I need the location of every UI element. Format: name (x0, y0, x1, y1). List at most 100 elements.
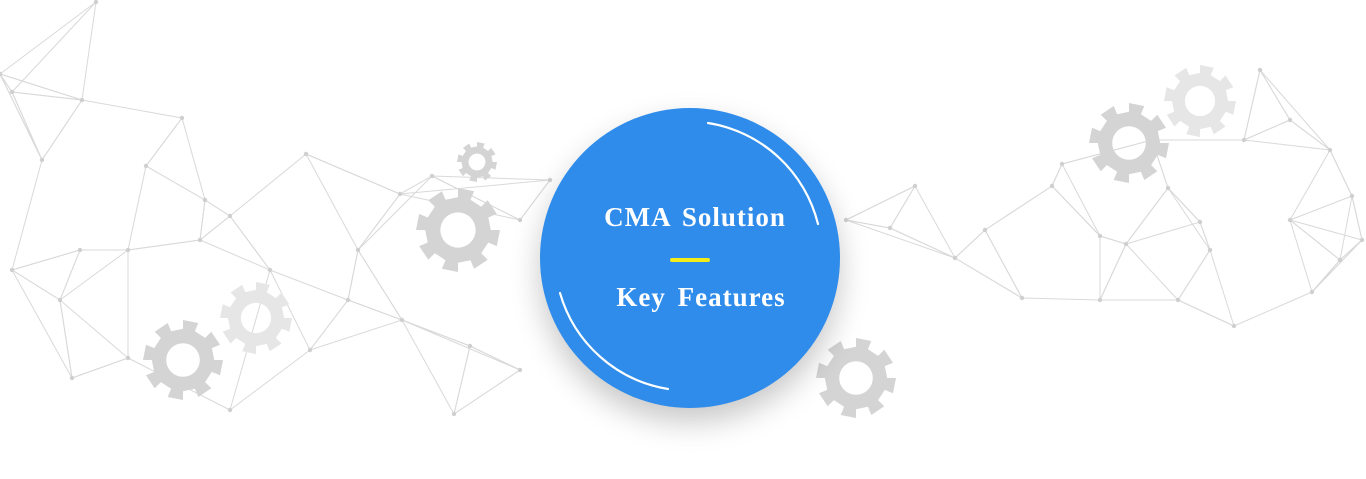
network-line (347, 299, 403, 321)
network-node (887, 225, 893, 231)
network-line (1125, 221, 1201, 245)
network-line (0, 73, 43, 161)
network-line (1125, 243, 1179, 301)
network-line (0, 1, 97, 75)
network-node (1165, 185, 1171, 191)
network-line (1233, 291, 1313, 327)
network-line (889, 185, 916, 229)
network-line (11, 159, 43, 271)
network-node (982, 227, 988, 233)
network-node (1019, 295, 1025, 301)
network-line (199, 199, 206, 241)
network-node (1097, 233, 1103, 239)
network-line (1099, 243, 1127, 301)
network-line (1259, 69, 1291, 121)
title-divider (670, 258, 710, 262)
network-line (1051, 185, 1101, 237)
network-line (1021, 297, 1101, 301)
network-line (11, 1, 97, 93)
network-line (357, 249, 403, 321)
network-node (1241, 137, 1247, 143)
network-line (889, 227, 956, 259)
network-line (347, 249, 359, 301)
network-line (59, 249, 129, 301)
network-node (467, 343, 473, 349)
network-line (453, 345, 471, 415)
network-line (1339, 239, 1363, 261)
network-line (81, 1, 97, 101)
network-node (1175, 297, 1181, 303)
network-line (984, 229, 1023, 299)
network-line (229, 153, 307, 217)
network-node (517, 367, 523, 373)
network-node (267, 267, 273, 273)
network-line (1243, 139, 1331, 151)
gear-icon (1164, 65, 1236, 137)
network-node (0, 71, 3, 77)
network-line (1051, 163, 1063, 187)
network-node (355, 247, 361, 253)
network-node (547, 177, 553, 183)
network-node (1049, 183, 1055, 189)
network-line (431, 175, 551, 181)
network-line (1289, 219, 1363, 241)
network-line (357, 193, 401, 251)
network-node (1257, 67, 1263, 73)
network-line (11, 269, 61, 301)
network-node (1287, 117, 1293, 123)
network-node (1207, 247, 1213, 253)
network-node (57, 297, 63, 303)
network-line (453, 369, 521, 415)
network-line (1289, 219, 1313, 293)
network-line (984, 185, 1053, 231)
network-node (1359, 237, 1365, 243)
network-line (81, 99, 183, 119)
network-line (519, 179, 551, 221)
network-node (429, 173, 435, 179)
network-line (309, 319, 403, 351)
network-line (431, 175, 521, 221)
gear-icon (816, 338, 896, 418)
network-node (952, 255, 958, 261)
network-line (401, 319, 455, 415)
network-node (1231, 323, 1237, 329)
network-line (1061, 163, 1101, 237)
network-line (1243, 119, 1291, 141)
network-line (845, 185, 916, 221)
network-line (309, 299, 349, 351)
network-line (204, 199, 231, 217)
network-node (39, 157, 45, 163)
network-line (1177, 249, 1211, 301)
network-line (181, 117, 206, 201)
network-node (345, 297, 351, 303)
network-line (954, 257, 1023, 299)
network-node (9, 89, 15, 95)
network-node (912, 183, 918, 189)
network-node (125, 247, 131, 253)
network-node (451, 411, 457, 417)
network-line (1167, 187, 1201, 223)
title-line-2: Key Features (616, 282, 786, 312)
network-node (9, 267, 15, 273)
network-line (1289, 195, 1353, 221)
network-line (127, 165, 147, 251)
network-line (11, 91, 83, 101)
gear-icon (1089, 103, 1169, 183)
network-line (199, 215, 231, 241)
network-node (179, 115, 185, 121)
network-line (401, 319, 471, 347)
network-line (59, 249, 81, 301)
gear-icon (416, 188, 500, 272)
network-line (1289, 149, 1331, 221)
network-node (93, 0, 99, 5)
network-line (1311, 239, 1363, 293)
network-line (11, 249, 81, 271)
network-node (843, 217, 849, 223)
gear-icon (220, 282, 292, 354)
network-line (1311, 259, 1341, 293)
network-line (59, 299, 129, 359)
network-line (1259, 69, 1331, 151)
network-node (517, 217, 523, 223)
